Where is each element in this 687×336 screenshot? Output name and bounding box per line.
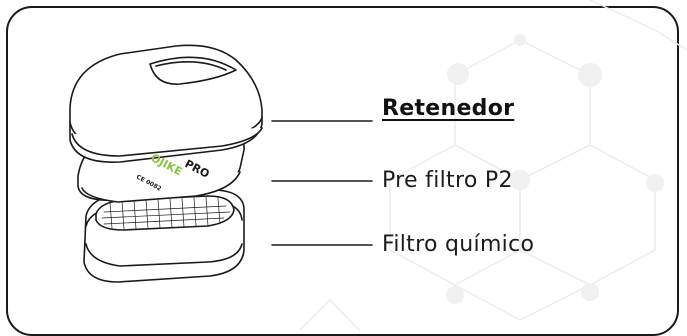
label-retenedor: Retenedor <box>382 96 515 121</box>
label-pre-filtro: Pre filtro P2 <box>382 168 513 193</box>
chemical-filter-drawing <box>83 189 245 283</box>
label-filtro-quimico: Filtro químico <box>382 232 535 257</box>
retainer-drawing <box>69 44 263 163</box>
